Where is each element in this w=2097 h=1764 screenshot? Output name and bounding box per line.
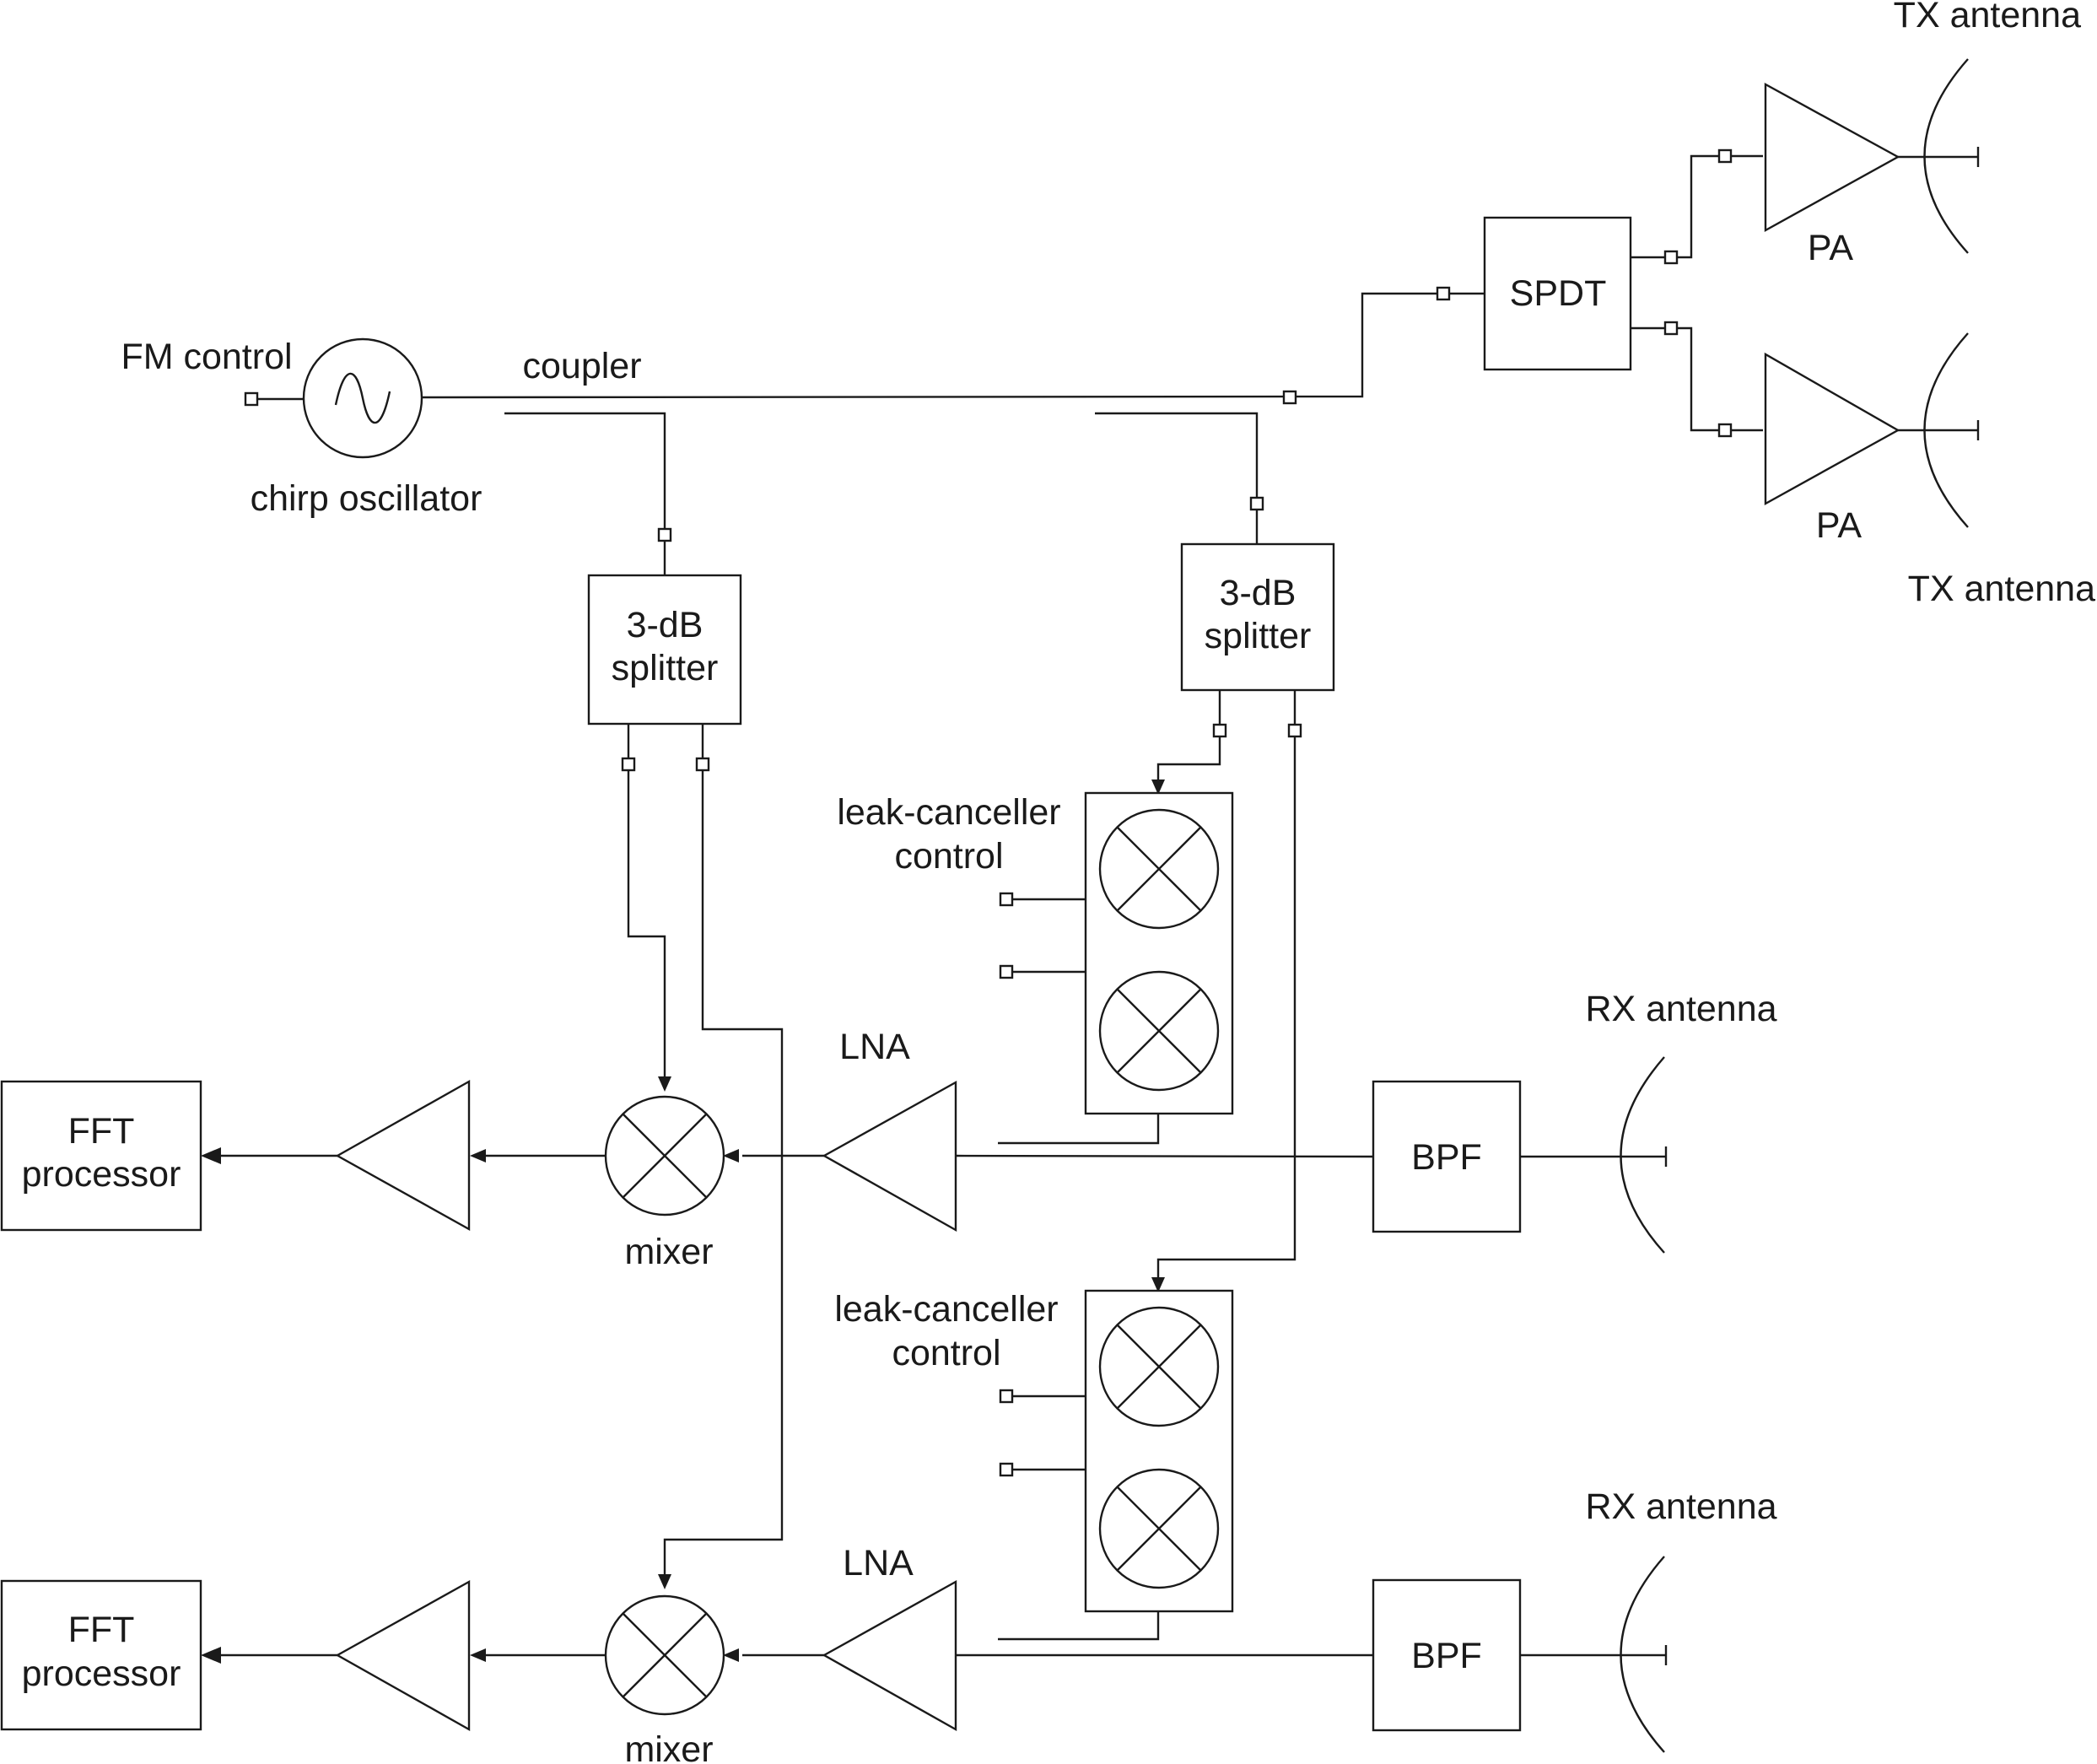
leak-canceller-bottom [1084,1289,1234,1613]
rx-antenna-top-label: RX antenna [1585,989,1776,1029]
splitter-right-label-line1: 3-dB [1220,573,1296,613]
bpf-bottom [1372,1578,1522,1732]
pa-bottom-amplifier [1764,352,1900,506]
if-amplifier-bottom [335,1579,471,1732]
fft-bottom-label-line1: FFT [68,1610,135,1650]
splitter-left-label-line1: 3-dB [627,605,703,645]
mixer-top-label: mixer [624,1232,713,1272]
mixer-bottom-label: mixer [624,1729,713,1764]
splitter-right [1180,542,1335,692]
tx-antenna-bottom [1923,332,1980,528]
leak-top-label-line2: control [894,836,1003,877]
fft-bottom-label-line2: processor [22,1653,181,1694]
spdt-switch [1483,216,1632,371]
leak-bottom-label-line2: control [892,1333,1000,1373]
bpf-top [1372,1080,1522,1233]
chirp-oscillator [302,337,423,459]
tx-antenna-bottom-label: TX antenna [1908,569,2095,609]
lna-top [822,1080,957,1233]
lna-bottom [822,1579,957,1732]
pa-top-label: PA [1808,228,1853,268]
port-markers [244,148,1733,1477]
coupler-label: coupler [522,346,641,386]
splitter-left [587,574,742,726]
pa-bottom-label: PA [1816,505,1862,546]
fm-control-label: FM control [121,337,292,377]
fft-top-label-line1: FFT [68,1111,135,1152]
fft-processor-top [0,1080,202,1232]
bpf-bottom-label: BPF [1411,1636,1482,1676]
mixer-bottom [604,1594,725,1716]
tx-antenna-top [1923,58,1980,254]
chirp-oscillator-label: chirp oscillator [251,478,482,519]
mixer-top [604,1095,725,1216]
rx-antenna-top [1620,1056,1668,1254]
splitter-left-label-line2: splitter [612,648,719,688]
leak-canceller-top [1084,791,1234,1115]
wires [218,154,1978,1657]
labels: TX antenna TX antenna PA PA SPDT FM cont… [22,0,2095,1764]
rx-antenna-bottom-label: RX antenna [1585,1486,1776,1527]
tx-antenna-top-label: TX antenna [1894,0,2081,35]
spdt-label: SPDT [1510,273,1607,314]
arrowheads [201,780,1165,1664]
leak-bottom-label-line1: leak-canceller [834,1289,1058,1330]
splitter-right-label-line2: splitter [1205,616,1312,656]
if-amplifier-top [335,1079,471,1232]
pa-top-amplifier [1764,82,1900,233]
rx-antenna-bottom [1620,1556,1668,1753]
leak-top-label-line1: leak-canceller [837,792,1060,833]
fft-processor-bottom [0,1579,202,1731]
lna-bottom-label: LNA [843,1543,914,1583]
lna-top-label: LNA [839,1027,910,1067]
fft-top-label-line2: processor [22,1154,181,1195]
bpf-top-label: BPF [1411,1137,1482,1178]
